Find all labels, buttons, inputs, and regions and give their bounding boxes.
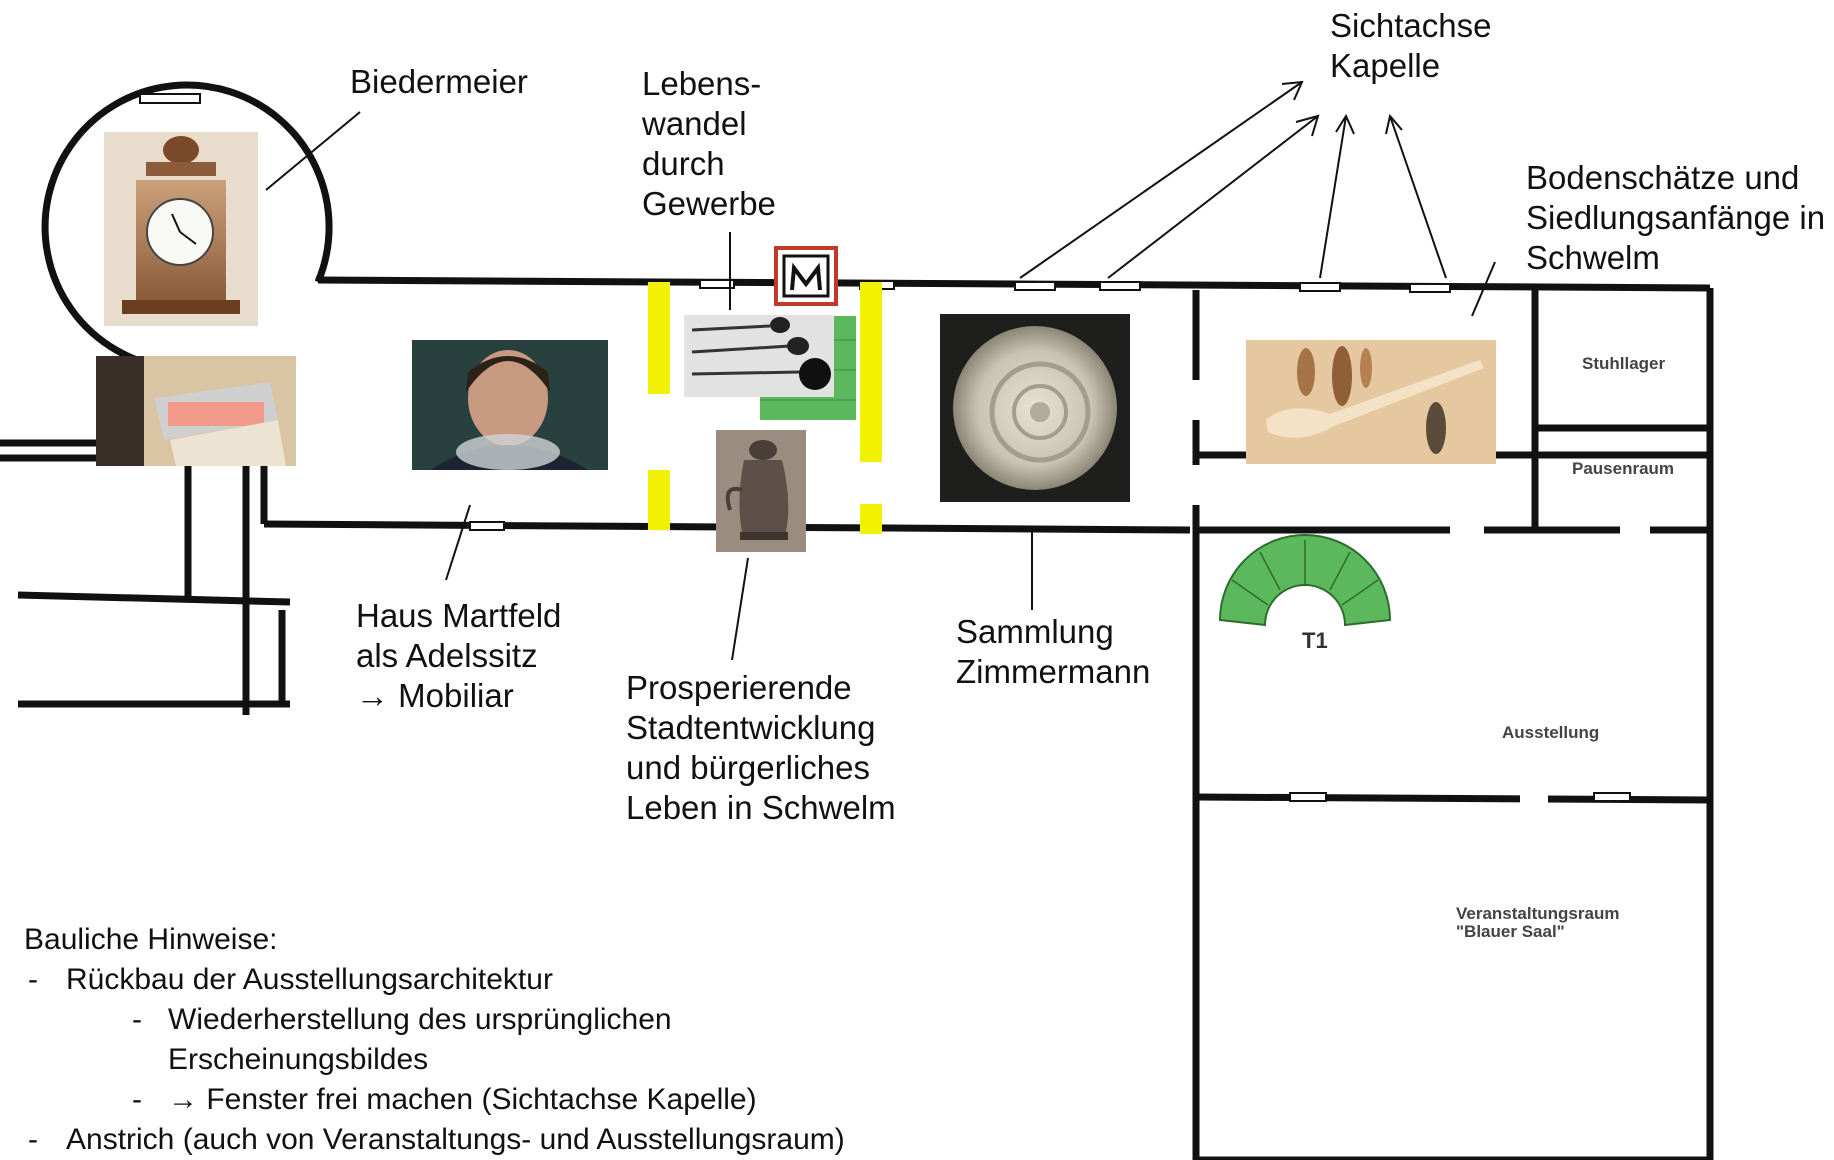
room-pausenraum: Pausenraum: [1572, 459, 1675, 478]
label-biedermeier: Biedermeier: [350, 63, 528, 100]
room-veranstaltungsraum: Veranstaltungsraum "Blauer Saal": [1456, 904, 1620, 941]
note-marker: -: [132, 1083, 142, 1116]
construction-notes: Bauliche Hinweise: - Rückbau der Ausstel…: [24, 920, 845, 1160]
door-gaps: [1192, 380, 1650, 803]
touchscreen-photo: [96, 356, 296, 466]
round-tower: [41, 81, 333, 372]
arrowheads: [1281, 80, 1403, 137]
pewter-jug-photo: [716, 430, 806, 552]
note-text: Anstrich (auch von Veranstaltungs- und A…: [66, 1123, 845, 1156]
note-item: - Anstrich (auch von Veranstaltungs- und…: [24, 1120, 845, 1160]
label-haus-martfeld: Haus Martfeld als Adelssitz → Mobiliar: [356, 597, 562, 714]
label-sammlung-zimmermann: Sammlung Zimmermann: [956, 613, 1151, 690]
yellow-markers: [648, 282, 882, 534]
room-stuhllager: Stuhllager: [1582, 354, 1666, 373]
note-item: - Rückbau der Ausstellungsarchitektur: [24, 960, 553, 1000]
note-text: Erscheinungsbildes: [168, 1043, 429, 1076]
note-text: → Fenster frei machen (Sichtachse Kapell…: [168, 1083, 757, 1116]
tools-photo: [684, 315, 834, 397]
artifacts-photo: [1246, 340, 1496, 464]
label-prosperierende: Prosperierende Stadtentwicklung und bürg…: [626, 669, 896, 826]
label-bodenschaetze: Bodenschätze und Siedlungsanfänge in Sch…: [1526, 159, 1826, 276]
room-ausstellung: Ausstellung: [1502, 723, 1600, 742]
note-text: Rückbau der Ausstellungsarchitektur: [66, 963, 553, 996]
label-sichtachse-kapelle: Sichtachse Kapelle: [1330, 7, 1492, 84]
room-t1: T1: [1302, 628, 1328, 653]
fossil-photo: [940, 314, 1130, 502]
note-item: - → Fenster frei machen (Sichtachse Kape…: [24, 1080, 757, 1120]
y-monogram-icon: [774, 246, 838, 306]
leader-lines: [265, 81, 1496, 661]
note-text: Wiederherstellung des ursprünglichen: [168, 1003, 672, 1036]
note-marker: -: [132, 1003, 142, 1036]
note-marker: -: [28, 963, 38, 996]
note-marker: -: [28, 1123, 38, 1156]
portrait-photo: [412, 340, 608, 470]
window: [139, 93, 201, 104]
notes-heading: Bauliche Hinweise:: [24, 923, 278, 956]
note-item: - Wiederherstellung des ursprünglichen: [24, 1000, 672, 1040]
label-lebenswandel: Lebens- wandel durch Gewerbe: [642, 65, 776, 222]
note-item: Erscheinungsbildes: [24, 1040, 428, 1080]
clock-photo: [104, 132, 258, 326]
t1-seating: [1218, 534, 1392, 627]
